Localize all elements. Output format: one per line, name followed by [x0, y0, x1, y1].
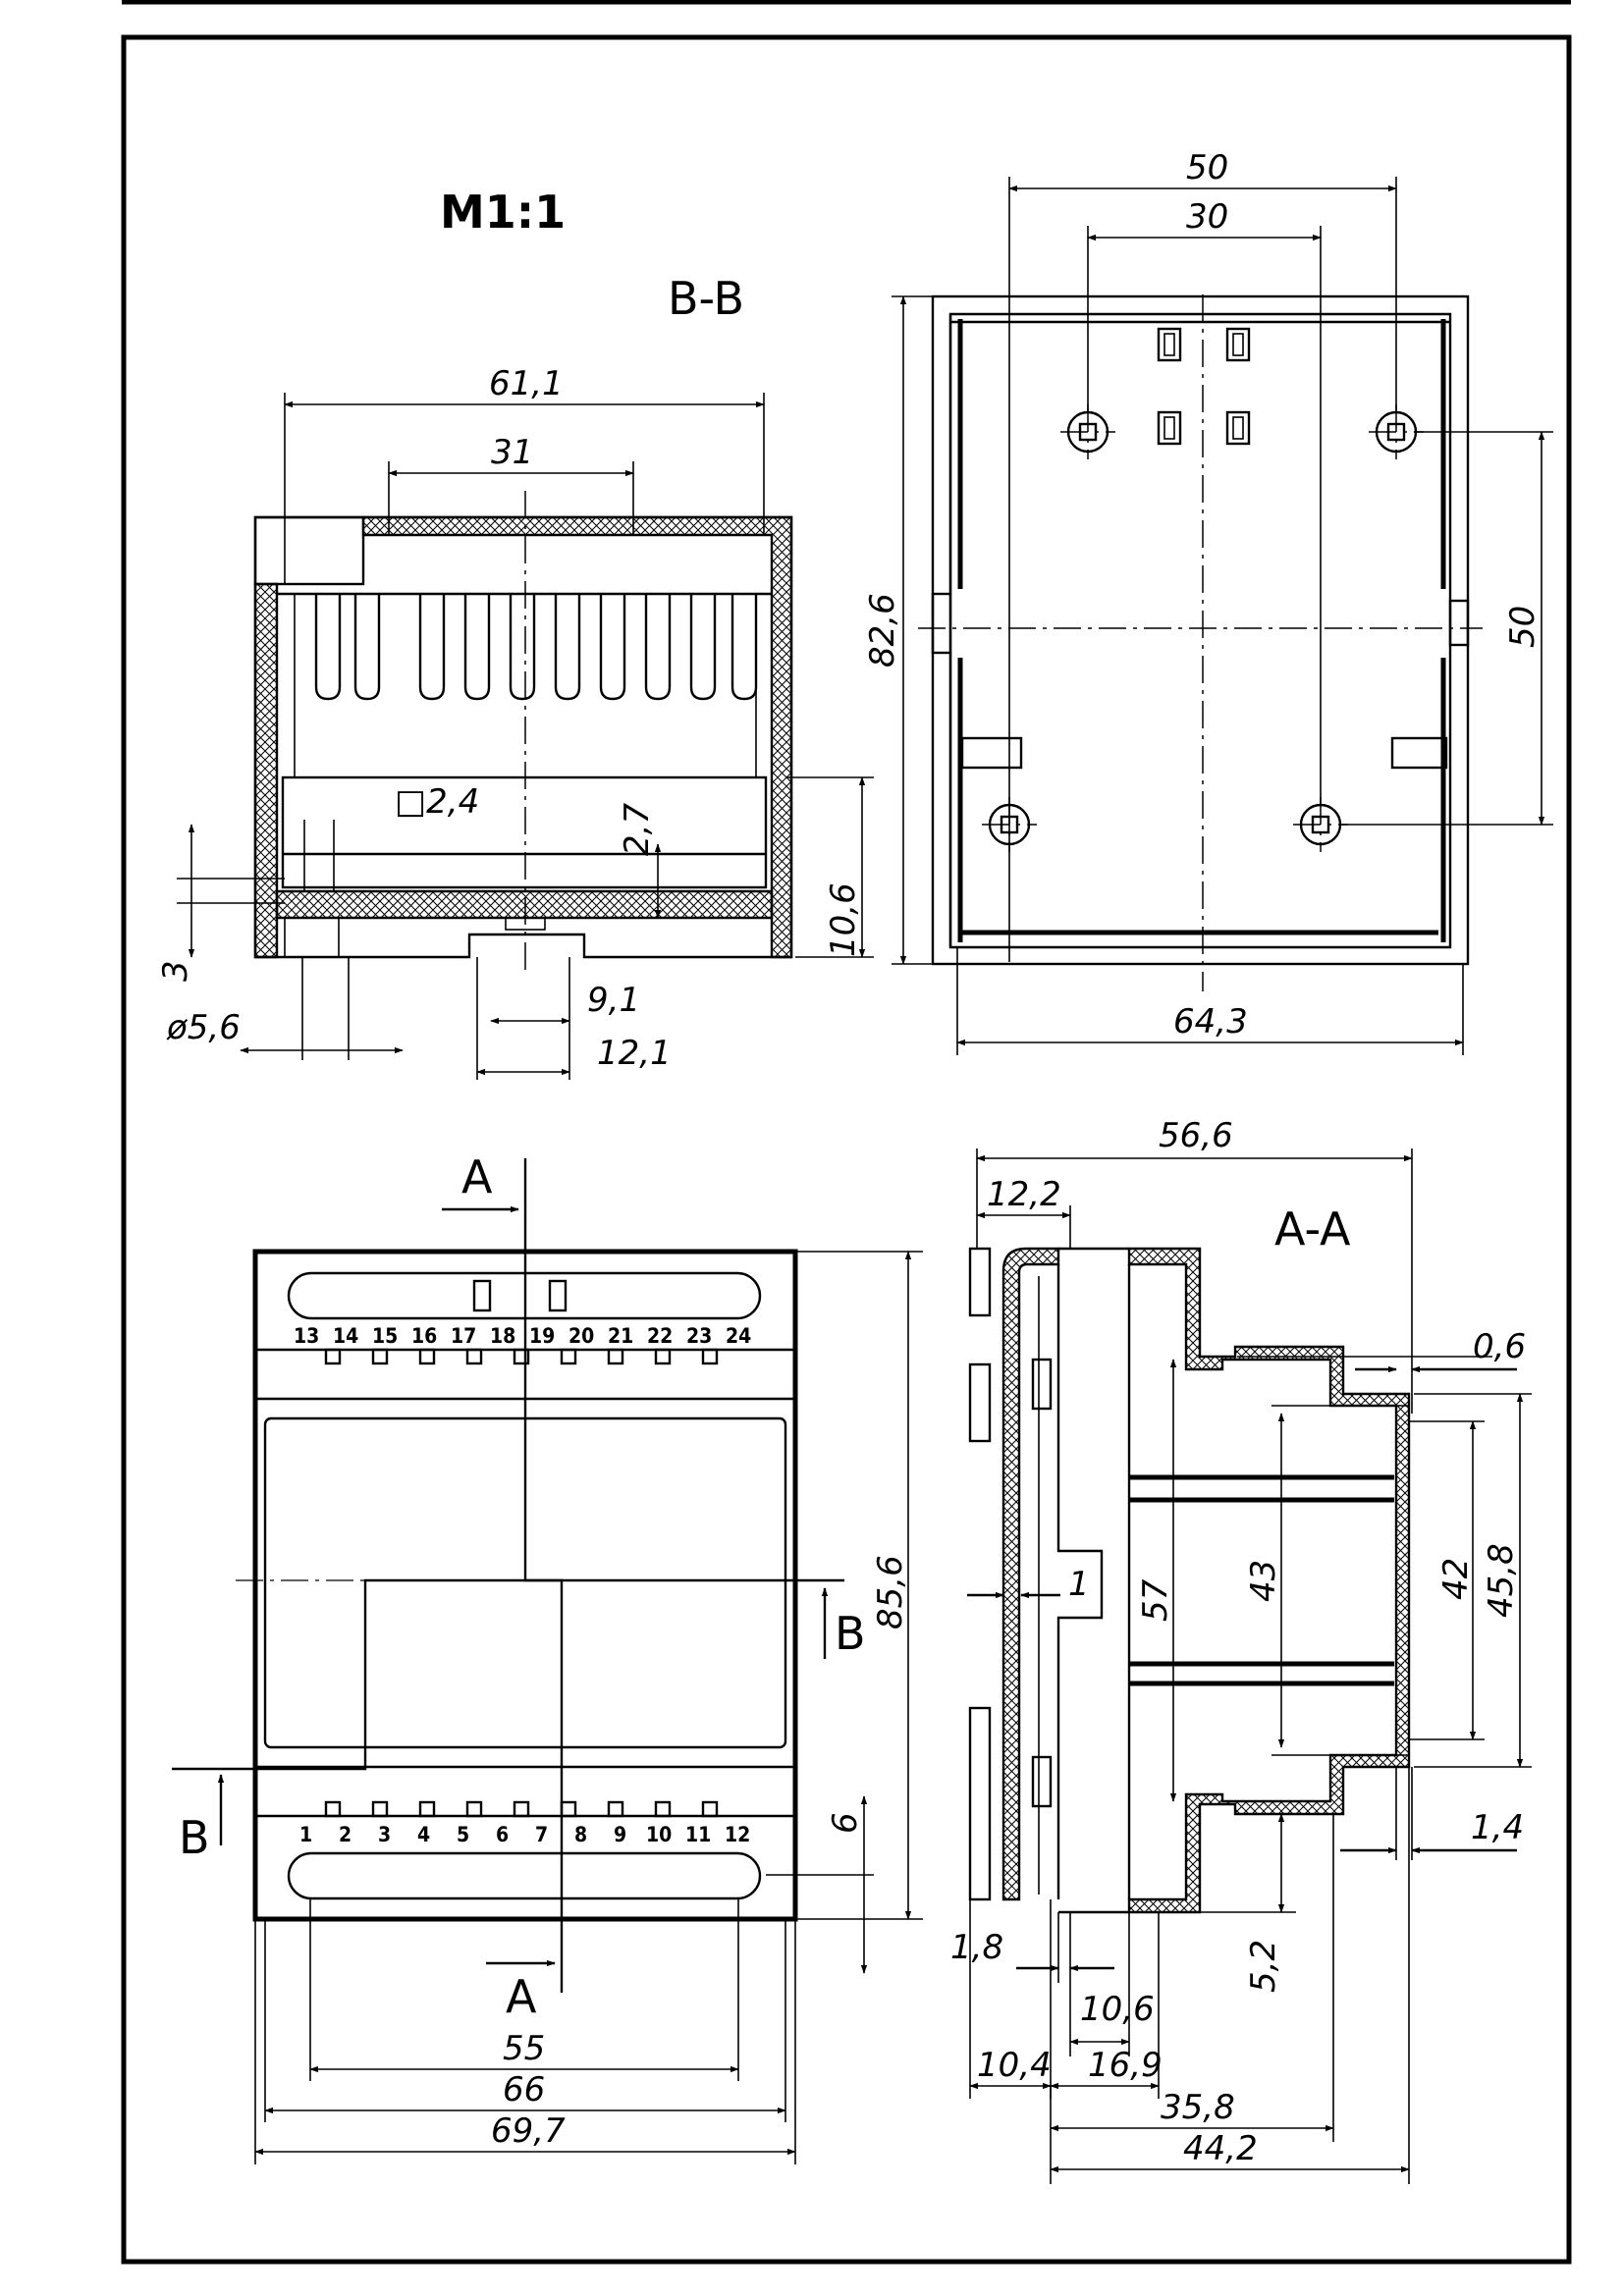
dim-aa-56-6: 56,6 — [1159, 1116, 1233, 1155]
pin-label: 4 — [417, 1823, 430, 1846]
section-marker-a-top: A — [461, 1150, 493, 1203]
pin-label: 18 — [490, 1324, 515, 1348]
section-view-b-b: B-B 61 — [156, 272, 874, 1080]
pin-label: 8 — [574, 1823, 587, 1846]
dim-aa-1-8: 1,8 — [950, 1928, 1003, 1967]
view-title-a-a: A-A — [1274, 1202, 1351, 1255]
pin-label: 9 — [614, 1823, 626, 1846]
bottom-terminal-blocks — [324, 1800, 719, 1818]
dim-bb-sq-2-4: □2,4 — [395, 782, 479, 822]
dim-bb-10-6: 10,6 — [824, 882, 863, 957]
dim-aa-43: 43 — [1244, 1560, 1283, 1602]
dim-front-69-7: 69,7 — [491, 2111, 566, 2151]
sheet-frame — [121, 0, 1572, 2265]
dim-bb-dia-5-6: ø5,6 — [166, 1008, 241, 1047]
dim-bb-2-7: 2,7 — [618, 803, 657, 856]
dim-top-82-6: 82,6 — [863, 593, 902, 667]
dim-aa-44-2: 44,2 — [1183, 2129, 1258, 2168]
dim-aa-0-6: 0,6 — [1473, 1327, 1526, 1366]
dim-aa-10-4: 10,4 — [977, 2046, 1052, 2085]
dim-aa-35-8: 35,8 — [1161, 2088, 1235, 2127]
pin-label: 21 — [608, 1324, 633, 1348]
pin-label: 1 — [299, 1823, 312, 1846]
view-title-b-b: B-B — [668, 272, 744, 325]
pin-label: 6 — [496, 1823, 509, 1846]
pin-label: 2 — [339, 1823, 352, 1846]
dim-aa-57: 57 — [1136, 1578, 1175, 1622]
dim-aa-5-2: 5,2 — [1244, 1940, 1283, 1993]
dim-bb-9-1: 9,1 — [587, 981, 640, 1020]
pin-label: 14 — [333, 1324, 358, 1348]
top-view: 50 30 82,6 50 64,3 — [863, 148, 1553, 1055]
pin-label: 23 — [686, 1324, 712, 1348]
dim-bb-3: 3 — [156, 960, 195, 982]
pin-label: 7 — [535, 1823, 548, 1846]
dim-top-30: 30 — [1186, 197, 1228, 237]
top-terminal-blocks — [324, 1348, 719, 1365]
dim-aa-12-2: 12,2 — [987, 1175, 1061, 1214]
pin-label: 13 — [294, 1324, 319, 1348]
top-pin-numbers: 13 14 15 16 17 18 19 20 21 22 23 24 — [294, 1324, 751, 1348]
pin-label: 5 — [457, 1823, 469, 1846]
pin-label: 11 — [685, 1823, 711, 1846]
scale-label: M1:1 — [440, 186, 566, 239]
dim-aa-16-9: 16,9 — [1088, 2046, 1163, 2085]
section-marker-b-left: B — [179, 1811, 210, 1864]
section-view-a-a: A-A 56,6 12,2 0,6 1 57 43 — [950, 1116, 1532, 2184]
pin-label: 17 — [451, 1324, 476, 1348]
pin-label: 15 — [372, 1324, 398, 1348]
dim-aa-1-4: 1,4 — [1471, 1808, 1524, 1847]
dim-top-50-height: 50 — [1503, 606, 1542, 648]
pin-label: 12 — [725, 1823, 750, 1846]
pin-label: 19 — [529, 1324, 555, 1348]
dim-aa-1: 1 — [1068, 1565, 1090, 1604]
dim-bb-31: 31 — [491, 433, 533, 472]
section-marker-a-bottom: A — [506, 1970, 537, 2023]
bottom-pin-numbers: 1 2 3 4 5 6 7 8 9 10 11 12 — [299, 1823, 750, 1846]
pin-label: 22 — [647, 1324, 673, 1348]
fins — [314, 594, 758, 701]
dim-front-55: 55 — [503, 2029, 545, 2068]
pin-label: 24 — [726, 1324, 751, 1348]
dim-aa-45-8: 45,8 — [1482, 1543, 1521, 1618]
dim-front-6: 6 — [826, 1812, 865, 1834]
bottom-label-slot — [287, 1851, 762, 1900]
dim-bb-61-1: 61,1 — [489, 364, 564, 403]
dim-bb-12-1: 12,1 — [597, 1034, 672, 1073]
pin-label: 3 — [378, 1823, 391, 1846]
pin-label: 20 — [568, 1324, 594, 1348]
dim-top-64-3: 64,3 — [1173, 1002, 1248, 1041]
top-view-slots — [1157, 327, 1251, 446]
pin-label: 10 — [646, 1823, 672, 1846]
pin-label: 16 — [411, 1324, 437, 1348]
front-view: 13 14 15 16 17 18 19 20 21 22 23 24 1 2 … — [172, 1150, 923, 2164]
dim-top-50-width: 50 — [1186, 148, 1228, 187]
section-marker-b-right: B — [835, 1607, 866, 1660]
dim-front-66: 66 — [503, 2070, 545, 2109]
dim-aa-10-6: 10,6 — [1080, 1990, 1155, 2029]
dim-front-85-6: 85,6 — [871, 1555, 910, 1629]
dim-aa-42: 42 — [1436, 1558, 1476, 1600]
